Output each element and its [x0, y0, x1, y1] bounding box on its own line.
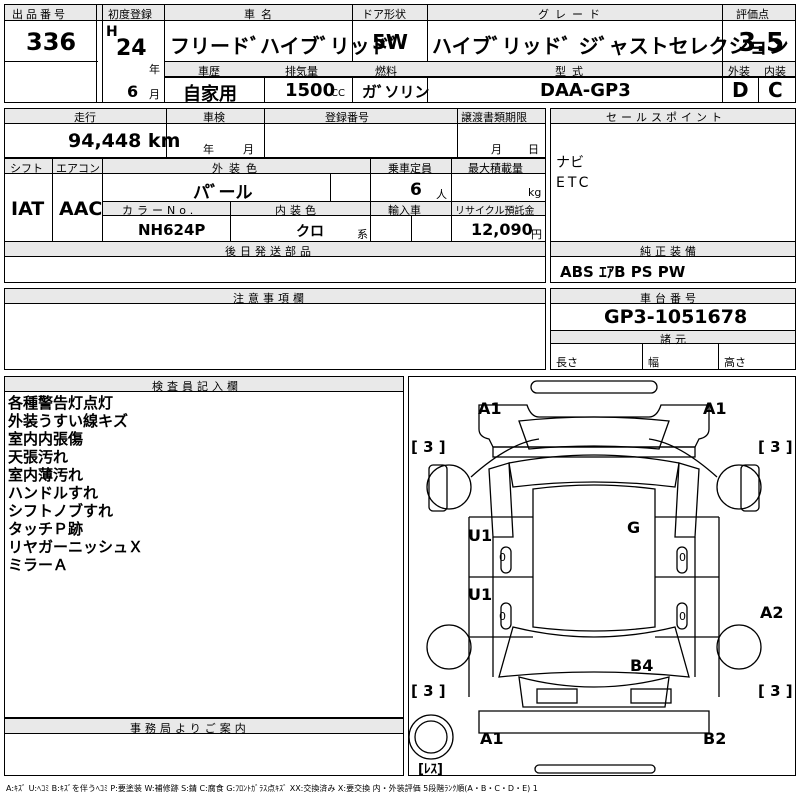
- note-line: 外装うすい線キズ: [8, 412, 129, 430]
- reg-month: 6: [127, 82, 139, 101]
- note-line: ミラーＡ: [8, 556, 69, 574]
- mileage-table: [4, 108, 546, 158]
- car-name: フリードﾞハイブﾞリッドﾞ: [170, 34, 400, 58]
- car-name-label: 車名: [244, 8, 278, 21]
- model: DAA-GP3: [540, 80, 631, 101]
- era: H: [106, 24, 118, 40]
- score-label: 評価点: [736, 8, 769, 21]
- displacement: 1500: [285, 80, 336, 101]
- car-outline: [408, 380, 762, 774]
- zero-mark: 0: [679, 610, 686, 623]
- history: 自家用: [183, 84, 237, 105]
- equipment-box: [550, 241, 796, 283]
- inspector-notes: 各種警告灯点灯 外装うすい線キズ 室内内張傷 天張汚れ 室内薄汚れ ハンドルすれ…: [8, 394, 143, 574]
- score: 3.5: [738, 28, 785, 58]
- sales-point-item: ETC: [556, 175, 592, 191]
- legend: A:ｷｽﾞ U:ﾍｺﾐ B:ｷｽﾞを伴うﾍｺﾐ P:要塗装 W:補修跡 S:錆 …: [6, 784, 538, 793]
- lot-label: 出品番号: [12, 8, 68, 21]
- interior-color: クロ: [296, 224, 324, 240]
- aircon: AAC: [59, 198, 103, 220]
- damage-mark: U1: [468, 585, 493, 604]
- grade: ハイブﾞリッドﾞ ジﾞャストセレクション: [432, 34, 789, 58]
- note-line: 室内薄汚れ: [8, 466, 84, 484]
- zero-mark: 0: [499, 610, 506, 623]
- door-type: 5W: [372, 30, 408, 54]
- caution-box: [4, 288, 546, 370]
- equipment: ABS ｴｱB PS PW: [560, 263, 686, 281]
- mileage: 94,448 km: [68, 130, 181, 152]
- spare-tire-mark: [ﾚｽ]: [418, 762, 443, 777]
- tire-mark: [ 3 ]: [411, 682, 446, 700]
- lot-number: 336: [26, 28, 77, 56]
- door-label: ドア形状: [362, 8, 406, 21]
- tire-mark: [ 3 ]: [411, 438, 446, 456]
- note-line: リヤガーニッシュＸ: [8, 538, 144, 556]
- note-line: タッチＰ跡: [8, 520, 84, 538]
- zero-mark: 0: [499, 551, 506, 564]
- office-box: [4, 718, 404, 776]
- tire-mark: [ 3 ]: [758, 438, 793, 456]
- damage-mark: B4: [630, 656, 654, 675]
- note-line: シフトノブすれ: [8, 502, 114, 520]
- color: パﾞール: [193, 183, 253, 203]
- inspector-box: [4, 376, 404, 718]
- damage-mark: U1: [468, 526, 493, 545]
- chassis-number: GP3-1051678: [604, 306, 748, 328]
- damage-mark: A1: [478, 399, 502, 418]
- note-line: ハンドルすれ: [8, 484, 99, 502]
- exterior-grade: D: [732, 78, 749, 102]
- recycle-fee: 12,090: [471, 220, 533, 239]
- note-line: 室内内張傷: [8, 430, 84, 448]
- damage-diagram: [408, 376, 796, 776]
- capacity: 6: [410, 180, 422, 200]
- sales-point-item: ナビ: [556, 155, 584, 171]
- chassis-box: [550, 288, 796, 370]
- damage-mark: A2: [760, 603, 784, 622]
- tire-mark: [ 3 ]: [758, 682, 793, 700]
- damage-mark: A1: [703, 399, 727, 418]
- reg-year: 24: [116, 36, 147, 61]
- later-parts-box: [4, 241, 546, 283]
- header-strip: [5, 5, 795, 21]
- damage-mark: G: [627, 518, 641, 537]
- shift: IAT: [11, 198, 45, 220]
- damage-mark: B2: [703, 729, 727, 748]
- fuel: ガﾞソリン: [362, 83, 430, 101]
- note-line: 各種警告灯点灯: [8, 394, 114, 412]
- color-number: NH624P: [138, 221, 206, 239]
- first-reg-label: 初度登録: [108, 8, 152, 21]
- header-table: [4, 4, 796, 103]
- note-line: 天張汚れ: [8, 448, 69, 466]
- grade-label: グレード: [538, 8, 606, 21]
- interior-grade: C: [768, 78, 783, 102]
- damage-mark: A1: [480, 729, 504, 748]
- zero-mark: 0: [679, 551, 686, 564]
